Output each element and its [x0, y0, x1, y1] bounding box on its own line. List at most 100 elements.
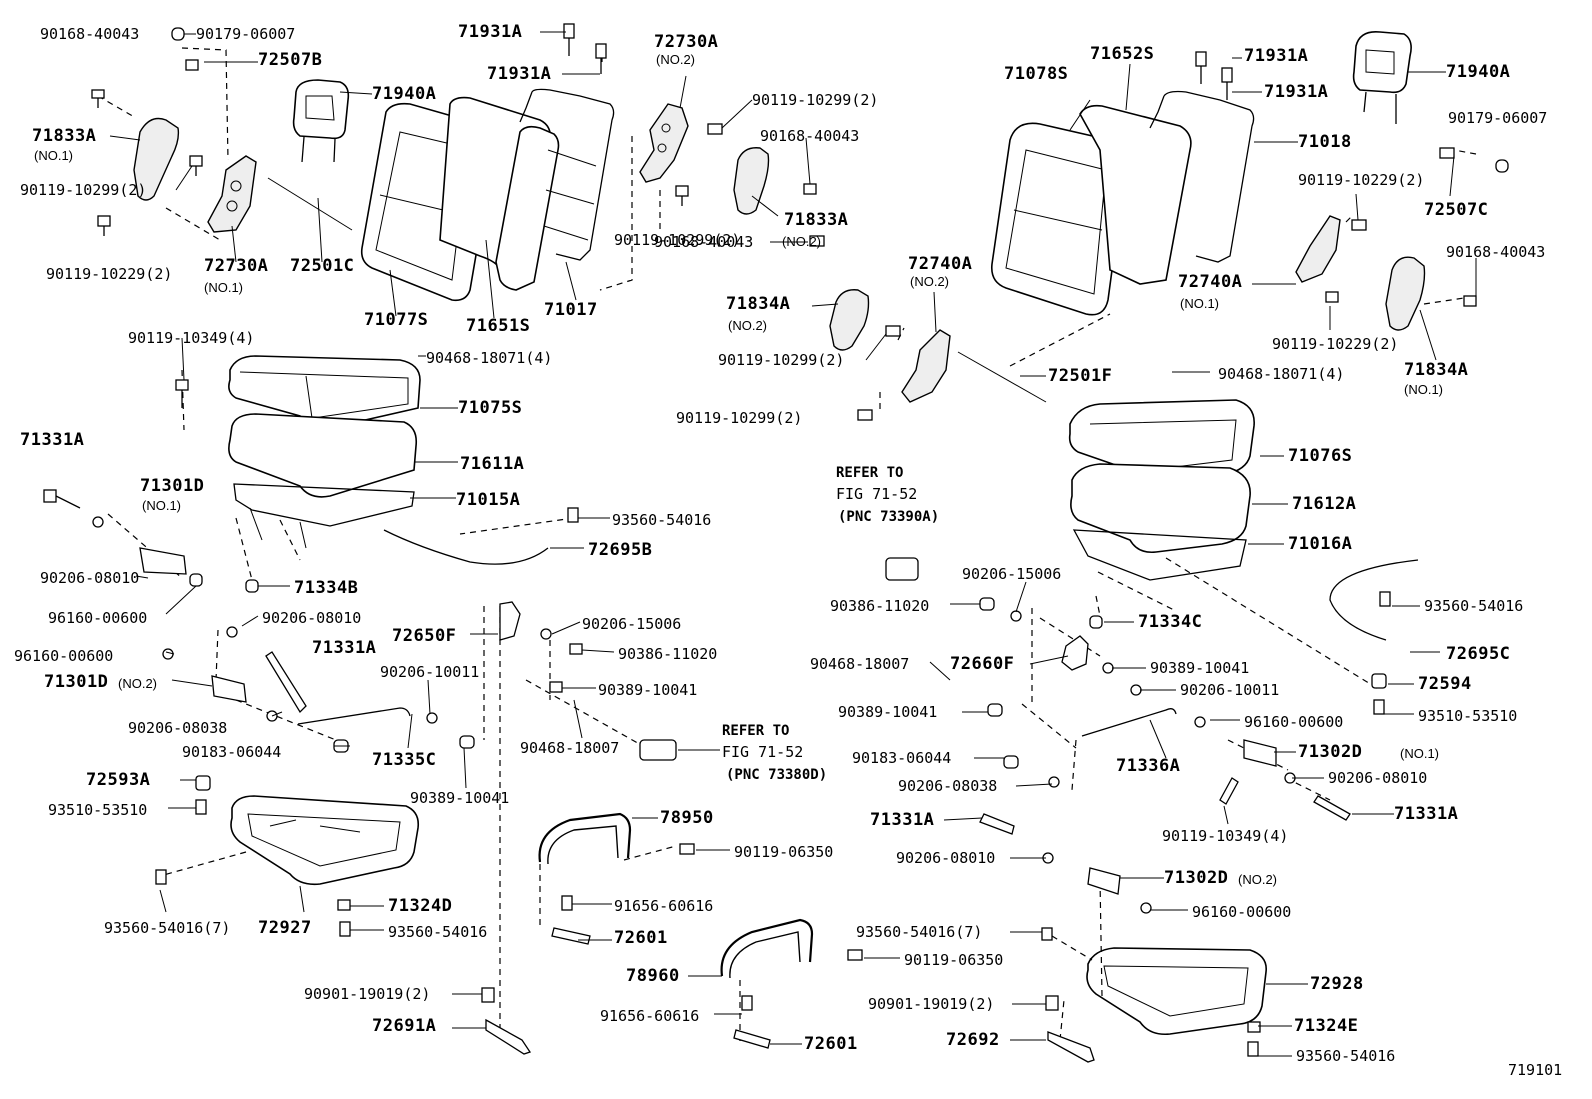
- label-72501f: 72501F: [1048, 366, 1113, 386]
- label-72660f: 72660F: [950, 654, 1015, 674]
- label-96160-00600: 96160-00600: [1244, 713, 1344, 731]
- label-71834a-no2: 71834A: [726, 294, 791, 314]
- label-90119-10299: 90119-10299(2): [718, 351, 845, 369]
- right-cable-72695c: [1329, 559, 1419, 641]
- label-71302d-no1: 71302D: [1298, 742, 1363, 762]
- label-96160-00600: 96160-00600: [1192, 903, 1292, 921]
- label-72601: 72601: [614, 928, 668, 948]
- left-headrest: [292, 79, 350, 163]
- label-90168-40043: 90168-40043: [654, 233, 754, 251]
- label-72740a-no2: 72740A: [908, 254, 973, 274]
- label-72650f: 72650F: [392, 626, 457, 646]
- label-71324e: 71324E: [1294, 1016, 1359, 1036]
- right-seat-cushion-frame: [1072, 529, 1247, 581]
- left-seatback-frame: [519, 88, 615, 261]
- label-90206-08038: 90206-08038: [898, 777, 998, 795]
- right-headrest: [1352, 30, 1412, 124]
- label-71018: 71018: [1298, 132, 1352, 152]
- label-refer-to: REFER TO: [722, 723, 790, 739]
- label-90389-10041: 90389-10041: [598, 681, 698, 699]
- label-no2: (NO.2): [1238, 872, 1277, 887]
- label-90206-08010: 90206-08010: [262, 609, 362, 627]
- left-seatback-cushion: [495, 125, 560, 291]
- label-90389-10041: 90389-10041: [410, 789, 510, 807]
- left-seat-cushion-pad: [228, 413, 418, 498]
- right-seatback-pad: [1079, 104, 1192, 285]
- label-90119-10299: 90119-10299(2): [752, 91, 879, 109]
- label-90119-10299: 90119-10299(2): [20, 181, 147, 199]
- label-no2: (NO.2): [656, 52, 695, 67]
- label-71075s: 71075S: [458, 398, 523, 418]
- label-90206-15006: 90206-15006: [962, 565, 1062, 583]
- label-96160-00600: 96160-00600: [14, 647, 114, 665]
- label-719101: 719101: [1508, 1061, 1563, 1079]
- label-90168-40043: 90168-40043: [40, 25, 140, 43]
- right-rod-72501f: [957, 351, 1047, 403]
- label-71331a: 71331A: [1394, 804, 1459, 824]
- label-93560-54016-7: 93560-54016(7): [856, 923, 983, 941]
- label-90389-10041: 90389-10041: [838, 703, 938, 721]
- label-93560-54016: 93560-54016: [388, 923, 488, 941]
- label-90119-10229: 90119-10229(2): [1298, 171, 1425, 189]
- left-cable-72695b: [383, 529, 549, 565]
- label-71302d-no2: 71302D: [1164, 868, 1229, 888]
- label-71931a: 71931A: [1244, 46, 1309, 66]
- label-71334c: 71334C: [1138, 612, 1203, 632]
- label-90206-08010: 90206-08010: [40, 569, 140, 587]
- label-71833a-no1: 71833A: [32, 126, 97, 146]
- right-seatback-cover: [990, 122, 1127, 316]
- label-pnc-73380d: (PNC 73380D): [726, 767, 828, 783]
- label-93510-53510: 93510-53510: [1418, 707, 1518, 725]
- label-93510-53510: 93510-53510: [48, 801, 148, 819]
- label-71931a: 71931A: [458, 22, 523, 42]
- left-trim-cover-no2: [733, 147, 770, 215]
- label-90386-11020: 90386-11020: [618, 645, 718, 663]
- label-no2: (NO.2): [910, 274, 949, 289]
- leader-lines: [109, 31, 1477, 1057]
- label-71331a: 71331A: [870, 810, 935, 830]
- label-71931a: 71931A: [1264, 82, 1329, 102]
- label-71017: 71017: [544, 300, 598, 320]
- label-90183-06044: 90183-06044: [852, 749, 952, 767]
- label-90179-06007: 90179-06007: [1448, 109, 1548, 127]
- label-no1: (NO.1): [142, 498, 181, 513]
- left-rod-72501c: [267, 177, 353, 231]
- label-fig-71-52: FIG 71-52: [836, 485, 918, 503]
- label-90119-10349: 90119-10349(4): [1162, 827, 1289, 845]
- label-72692: 72692: [946, 1030, 1000, 1050]
- label-71651s: 71651S: [466, 316, 531, 336]
- label-no1: (NO.1): [204, 280, 243, 295]
- label-90119-10229: 90119-10229(2): [1272, 335, 1399, 353]
- right-handle-78960: [720, 918, 814, 979]
- label-90119-10299: 90119-10299(2): [676, 409, 803, 427]
- label-71078s: 71078S: [1004, 64, 1069, 84]
- right-seat-cushion-pad: [1070, 463, 1251, 554]
- label-no1: (NO.1): [1404, 382, 1443, 397]
- label-72740a-no1: 72740A: [1178, 272, 1243, 292]
- label-90468-18007: 90468-18007: [520, 739, 620, 757]
- label-90183-06044: 90183-06044: [182, 743, 282, 761]
- left-trim-cover-no1: [133, 117, 180, 201]
- label-pnc-73390a: (PNC 73390A): [838, 509, 940, 525]
- label-90901-19019: 90901-19019(2): [304, 985, 431, 1003]
- right-trim-cover-no1: [1385, 256, 1426, 331]
- label-90119-10299: 90119-10299(2): [614, 231, 741, 249]
- label-90901-19019: 90901-19019(2): [868, 995, 995, 1013]
- label-90389-10041: 90389-10041: [1150, 659, 1250, 677]
- label-72695c: 72695C: [1446, 644, 1511, 664]
- label-72501c: 72501C: [290, 256, 355, 276]
- label-71336a: 71336A: [1116, 756, 1181, 776]
- left-recliner-hinge-no1: [207, 155, 257, 233]
- label-91656-60616: 91656-60616: [614, 897, 714, 915]
- label-90119-06350: 90119-06350: [734, 843, 834, 861]
- label-72507c: 72507C: [1424, 200, 1489, 220]
- right-seat-cushion-cover: [1068, 399, 1255, 484]
- label-refer-to: REFER TO: [836, 465, 904, 481]
- label-90468-18007: 90468-18007: [810, 655, 910, 673]
- label-71940a: 71940A: [372, 84, 437, 104]
- label-72594: 72594: [1418, 674, 1472, 694]
- label-91656-60616: 91656-60616: [600, 1007, 700, 1025]
- label-71612a: 71612A: [1292, 494, 1357, 514]
